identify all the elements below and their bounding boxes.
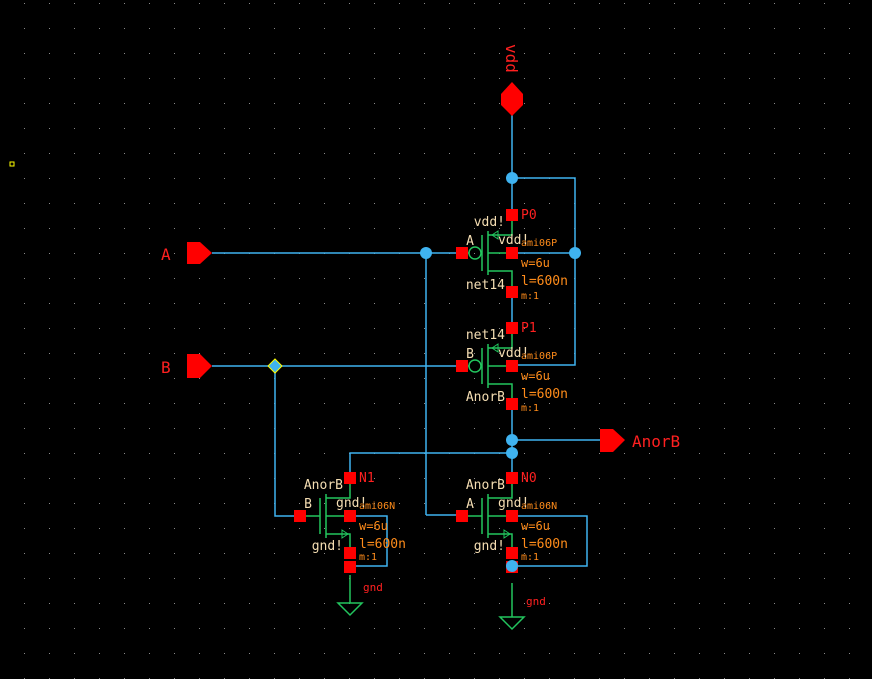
gnd-label-right: gnd [526,595,546,608]
gnd-label-left: gnd [363,581,383,594]
wires [212,112,600,567]
wire-n1-body[interactable] [350,515,388,567]
net-label-gate: A [466,234,474,249]
net-label-body: gnd! [498,496,529,511]
model-name: ami06P [521,351,557,362]
net-label-bottom: AnorB [466,390,505,405]
model-name: ami06N [521,501,557,512]
terminal[interactable] [456,247,468,259]
param-multiplier: m:1 [359,552,377,563]
terminal[interactable] [344,510,356,522]
net-label-gate: B [304,497,312,512]
pin-vdd-label: vdd [502,44,521,73]
net-label-body: vdd! [498,233,529,248]
terminal[interactable] [344,472,356,484]
junction-dot[interactable] [506,434,518,446]
net-label-bottom: gnd! [312,539,343,554]
param-multiplier: m:1 [521,552,539,563]
instance-name: N0 [521,471,537,486]
junction-dot[interactable] [506,172,518,184]
terminal[interactable] [506,360,518,372]
pin-anorb-shape[interactable] [600,429,625,452]
param-length: l=600n [521,387,568,402]
param-width: w=6u [521,519,550,533]
pin-vdd-shape[interactable] [501,82,523,116]
instance-name: P1 [521,321,537,336]
net-label-top: net14 [466,328,505,343]
param-length: l=600n [359,537,406,552]
grid-dots [24,3,850,679]
terminal[interactable] [506,398,518,410]
wire-n1-drain[interactable] [349,452,512,478]
terminal[interactable] [344,547,356,559]
junction-selected[interactable] [267,358,283,374]
terminal[interactable] [506,510,518,522]
instance-name: P0 [521,208,537,223]
terminal[interactable] [506,472,518,484]
param-width: w=6u [521,256,550,270]
model-name: ami06P [521,238,557,249]
net-label-gate: B [466,347,474,362]
terminal[interactable] [456,360,468,372]
junction-dot[interactable] [420,247,432,259]
param-width: w=6u [521,369,550,383]
pin-a-label: A [161,245,171,264]
origin-marker [9,161,15,167]
instance-name: N1 [359,471,375,486]
terminal[interactable] [506,547,518,559]
wire-vdd-body[interactable] [512,177,576,366]
pin-a-shape[interactable] [187,242,212,264]
gnd-symbol-left [336,575,364,617]
net-label-body: gnd! [336,496,367,511]
terminal[interactable] [456,510,468,522]
pin-b-label: B [161,358,171,377]
terminal[interactable] [344,561,356,573]
net-label-top: vdd! [474,215,505,230]
wire-n0-body[interactable] [512,515,588,567]
wire-b-down[interactable] [274,366,300,517]
net-label-top: AnorB [304,478,343,493]
param-multiplier: m:1 [521,403,539,414]
net-label-top: AnorB [466,478,505,493]
terminal[interactable] [506,209,518,221]
junction-dot[interactable] [506,447,518,459]
net-label-body: vdd! [498,346,529,361]
param-width: w=6u [359,519,388,533]
gnd-symbol-right [498,583,526,631]
junction-dot[interactable] [569,247,581,259]
terminal[interactable] [294,510,306,522]
net-label-bottom: gnd! [474,539,505,554]
terminal[interactable] [506,247,518,259]
model-name: ami06N [359,501,395,512]
param-length: l=600n [521,274,568,289]
pin-b-shape[interactable] [187,354,212,378]
junction-dot[interactable] [506,560,518,572]
pin-anorb-label: AnorB [632,432,680,451]
net-label-bottom: net14 [466,278,505,293]
net-label-gate: A [466,497,474,512]
param-multiplier: m:1 [521,291,539,302]
terminal[interactable] [506,286,518,298]
param-length: l=600n [521,537,568,552]
terminal[interactable] [506,322,518,334]
